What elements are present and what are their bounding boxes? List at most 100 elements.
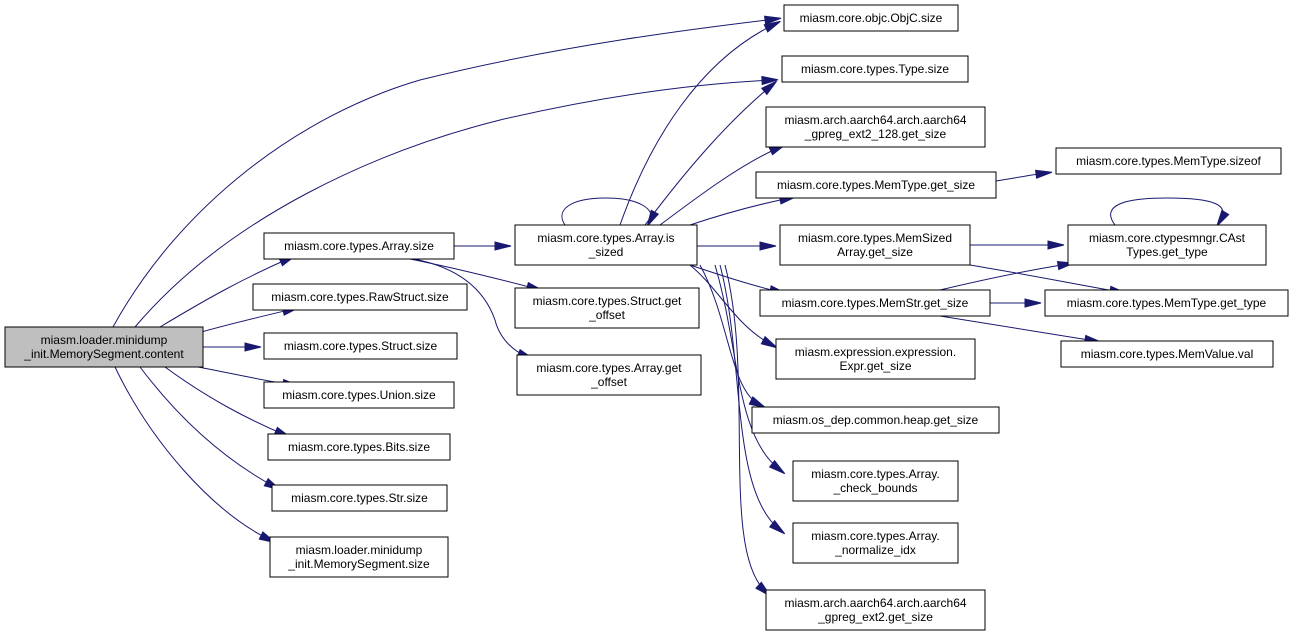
nodes-layer: miasm.loader.minidump_init.MemorySegment… <box>4 4 1289 631</box>
arrowhead-array_is_sized-to-expr_get_size <box>760 335 778 349</box>
arrowhead-content-to-struct_size <box>244 342 262 352</box>
node-label: miasm.core.types.Union.size <box>282 388 436 402</box>
node-memvalue_val[interactable]: miasm.core.types.MemValue.val <box>1060 340 1274 368</box>
node-label: _gpreg_ext2_128.get_size <box>804 127 947 141</box>
edge-array_is_sized-to-type_size <box>644 84 773 226</box>
node-box <box>759 289 991 317</box>
node-box <box>751 406 1000 434</box>
node-label: miasm.os_dep.common.heap.get_size <box>773 413 979 427</box>
node-type_size[interactable]: miasm.core.types.Type.size <box>781 55 969 83</box>
node-label: miasm.loader.minidump <box>296 543 423 557</box>
node-box <box>263 332 458 360</box>
node-label: miasm.core.types.Str.size <box>291 491 428 505</box>
edge-castypes_get_type-to-castypes_get_type <box>1110 197 1224 226</box>
edge-array_is_sized-to-objc_size <box>619 23 776 226</box>
node-memtype_get_type[interactable]: miasm.core.types.MemType.get_type <box>1044 289 1289 317</box>
node-array_size[interactable]: miasm.core.types.Array.size <box>263 232 455 260</box>
node-box <box>516 354 702 396</box>
edge-array_size-to-array_get_offset <box>413 258 529 358</box>
arrowhead-array_is_sized-to-memsized_get_size <box>759 241 777 251</box>
edge-array_is_sized-to-array_is_sized <box>561 197 652 226</box>
node-content[interactable]: miasm.loader.minidump_init.MemorySegment… <box>4 326 204 368</box>
arrowhead-array_is_sized-to-heap_get_size <box>748 396 766 409</box>
node-union_size[interactable]: miasm.core.types.Union.size <box>263 381 455 409</box>
node-label: miasm.core.types.MemStr.get_size <box>782 296 969 310</box>
node-memstr_get_size[interactable]: miasm.core.types.MemStr.get_size <box>759 289 991 317</box>
node-array_is_sized[interactable]: miasm.core.types.Array.is_sized <box>514 224 698 266</box>
node-label: miasm.core.types.Struct.size <box>284 339 438 353</box>
edge-memstr_get_size-to-castypes_get_type <box>939 263 1069 291</box>
node-expr_get_size[interactable]: miasm.expression.expression.Expr.get_siz… <box>775 338 976 380</box>
node-label: miasm.core.objc.ObjC.size <box>800 11 943 25</box>
node-box <box>263 232 455 260</box>
node-box <box>1060 340 1274 368</box>
arrowhead-array_is_sized-to-check_bounds <box>768 459 786 475</box>
node-label: Array.get_size <box>837 245 913 259</box>
node-box <box>765 589 986 631</box>
arrowhead-castypes_get_type-to-castypes_get_type <box>1216 209 1230 227</box>
node-heap_get_size[interactable]: miasm.os_dep.common.heap.get_size <box>751 406 1000 434</box>
node-label: _offset <box>590 375 627 389</box>
node-label: miasm.arch.aarch64.arch.aarch64 <box>784 113 966 127</box>
node-aarch64_ext2[interactable]: miasm.arch.aarch64.arch.aarch64_gpreg_ex… <box>765 589 986 631</box>
node-array_get_offset[interactable]: miasm.core.types.Array.get_offset <box>516 354 702 396</box>
node-memtype_get_size[interactable]: miasm.core.types.MemType.get_size <box>755 171 997 199</box>
node-label: miasm.core.types.MemType.get_type <box>1067 296 1267 310</box>
node-box <box>1044 289 1289 317</box>
edge-content-to-str_size <box>139 366 276 488</box>
node-memtype_sizeof[interactable]: miasm.core.types.MemType.sizeof <box>1055 147 1282 175</box>
edge-array_is_sized-to-memtype_get_size <box>689 197 791 226</box>
node-memseg_size[interactable]: miasm.loader.minidump_init.MemorySegment… <box>269 536 449 578</box>
arrowhead-array_is_sized-to-type_size <box>760 80 778 96</box>
edge-memsized_get_size-to-memtype_get_type <box>969 264 1121 293</box>
node-label: miasm.loader.minidump <box>41 333 168 347</box>
node-label: _check_bounds <box>832 481 917 495</box>
node-label: miasm.arch.aarch64.arch.aarch64 <box>784 596 966 610</box>
node-label: _gpreg_ext2.get_size <box>817 610 933 624</box>
node-label: _normalize_idx <box>834 543 916 557</box>
node-label: miasm.core.types.Array.size <box>284 239 434 253</box>
node-box <box>271 484 448 512</box>
edge-content-to-memseg_size <box>114 366 271 541</box>
node-objc_size[interactable]: miasm.core.objc.ObjC.size <box>783 4 959 32</box>
arrowhead-memstr_get_size-to-memtype_get_type <box>1024 298 1042 308</box>
arrowhead-array_size-to-array_is_sized <box>494 241 512 251</box>
edge-array_is_sized-to-aarch64_ext2 <box>724 264 767 593</box>
node-normalize_idx[interactable]: miasm.core.types.Array._normalize_idx <box>792 522 959 564</box>
edge-array_is_sized-to-normalize_idx <box>719 264 781 531</box>
node-label: miasm.core.types.Array. <box>811 529 939 543</box>
edge-array_is_sized-to-heap_get_size <box>699 264 761 406</box>
node-label: _offset <box>588 308 625 322</box>
node-struct_size[interactable]: miasm.core.types.Struct.size <box>263 332 458 360</box>
node-bits_size[interactable]: miasm.core.types.Bits.size <box>267 433 451 461</box>
node-label: Expr.get_size <box>839 359 911 373</box>
arrowhead-memsized_get_size-to-castypes_get_type <box>1047 240 1065 250</box>
edge-content-to-bits_size <box>164 366 286 436</box>
node-label: miasm.core.types.Struct.get <box>533 294 682 308</box>
node-label: miasm.expression.expression. <box>795 345 956 359</box>
edge-array_is_sized-to-check_bounds <box>714 264 781 471</box>
node-label: _init.MemorySegment.size <box>287 557 430 571</box>
node-struct_get_offset[interactable]: miasm.core.types.Struct.get_offset <box>514 287 700 329</box>
node-box <box>514 224 698 266</box>
edge-content-to-type_size <box>134 79 773 328</box>
arrowhead-content-to-objc_size <box>764 15 782 25</box>
node-str_size[interactable]: miasm.core.types.Str.size <box>271 484 448 512</box>
node-label: miasm.core.types.Array.get <box>536 361 682 375</box>
node-box <box>779 224 971 266</box>
node-box <box>755 171 997 199</box>
node-label: miasm.core.types.Type.size <box>801 62 949 76</box>
node-box <box>792 460 959 502</box>
node-label: miasm.core.types.MemType.sizeof <box>1076 154 1261 168</box>
node-label: miasm.core.types.RawStruct.size <box>271 290 449 304</box>
node-rawstruct_size[interactable]: miasm.core.types.RawStruct.size <box>252 283 468 311</box>
edge-content-to-rawstruct_size <box>197 308 294 334</box>
node-label: _sized <box>588 245 624 259</box>
node-aarch64_128[interactable]: miasm.arch.aarch64.arch.aarch64_gpreg_ex… <box>765 106 986 148</box>
arrowhead-memtype_get_size-to-memtype_sizeof <box>1035 169 1053 179</box>
node-box <box>269 536 449 578</box>
node-check_bounds[interactable]: miasm.core.types.Array._check_bounds <box>792 460 959 502</box>
